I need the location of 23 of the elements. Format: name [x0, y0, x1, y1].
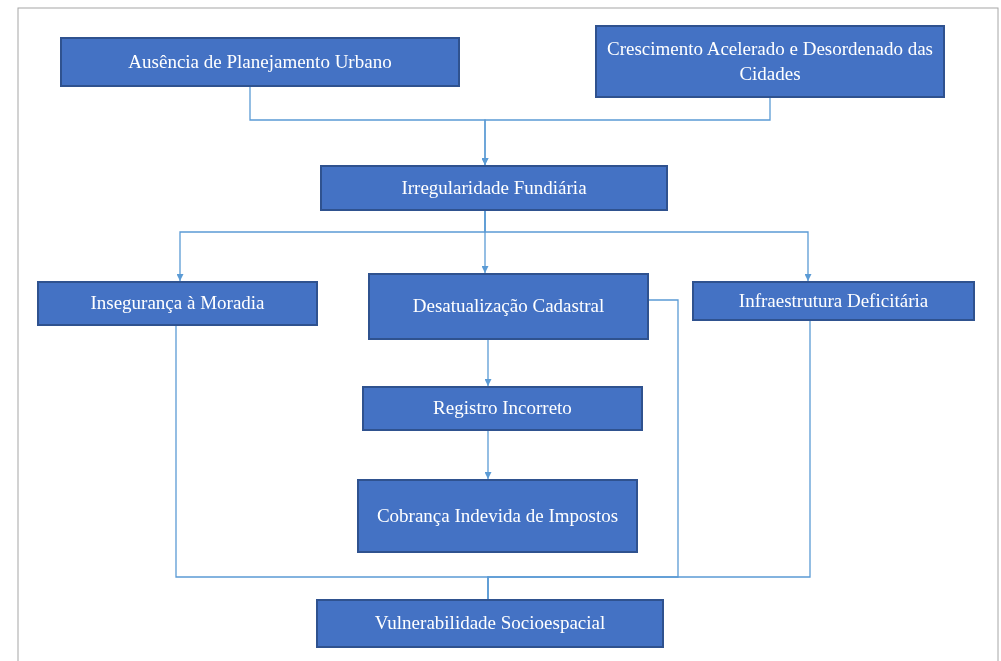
process-box: [357, 479, 638, 553]
arrow: [484, 430, 492, 480]
box-label: Vulnerabilidade Socioespacial: [373, 611, 607, 636]
box-label: Ausência de Planejamento Urbano: [127, 49, 393, 74]
process-box: [60, 37, 460, 87]
process-box: [595, 25, 945, 98]
box-label: Insegurança à Moradia: [89, 291, 266, 316]
process-box: [692, 281, 975, 321]
arrow: [481, 97, 771, 166]
box-label: Registro Incorreto: [432, 396, 573, 421]
process-box: [368, 273, 649, 340]
box-label: Infraestrutura Deficitária: [737, 288, 930, 313]
process-box: [320, 165, 668, 211]
box-label: Cobrança Indevida de Impostos: [375, 503, 620, 528]
arrow: [484, 339, 492, 387]
connector-line: [487, 320, 811, 600]
box-label: Desatualização Cadastral: [411, 294, 606, 319]
box-label: Irregularidade Fundiária: [400, 175, 588, 200]
process-box: [362, 386, 643, 431]
arrow: [484, 210, 812, 282]
process-box: [316, 599, 664, 648]
process-box: [37, 281, 318, 326]
box-label: Crescimento Acelerado e Desordenado das Cidades: [605, 36, 934, 86]
